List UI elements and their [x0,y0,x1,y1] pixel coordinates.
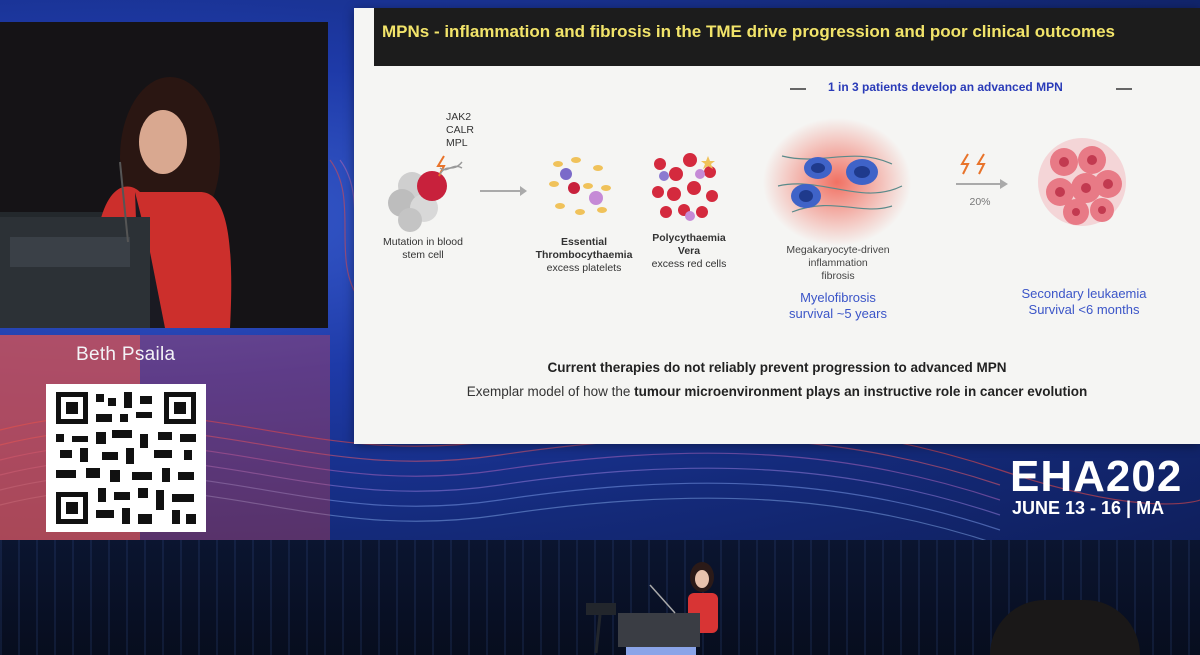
arrow-icon [480,186,527,196]
qr-code[interactable] [46,384,206,532]
leukaemia-outcome: Secondary leukaemia Survival <6 months [1004,286,1164,318]
speaker-video-feed [0,22,328,328]
stage-pv-line1: Polycythaemia [652,232,726,244]
mutation-mpl: MPL [446,137,468,149]
slide-message-2-bold: tumour microenvironment plays an instruc… [634,384,1088,399]
callout-text: 1 in 3 patients develop an advanced MPN [828,80,1063,94]
stage-et-line2: Thrombocythaemia [535,249,633,261]
stage-mutation-caption: Mutation in blood stem cell [368,236,478,262]
event-logo-text: EHA202 [1010,452,1183,501]
mf-outcome-line1: Myelofibrosis [800,290,876,305]
slide-message-1: Current therapies do not reliably preven… [547,360,1007,375]
leukaemia-cells-illustration [1038,138,1126,226]
megakaryocyte-illustration [763,118,911,246]
mutation-jak2: JAK2 [446,111,472,123]
callout-dash-left [790,88,806,90]
stage-mf-caption: Megakaryocyte-driven inflammation fibros… [768,244,908,283]
mf-outcome: Myelofibrosis survival ~5 years [768,290,908,322]
progression-rate: 20% [969,196,991,208]
speaker-name: Beth Psaila [76,344,176,365]
red-cells-illustration [652,153,718,221]
callout-dash-right [1116,88,1132,90]
stage-et-line3: excess platelets [546,262,622,274]
slide-message-2-prefix: Exemplar model of how the [466,384,635,399]
stage-pv-caption: Polycythaemia Vera excess red cells [634,232,744,271]
stage-et-line1: Essential [560,236,608,248]
platelets-illustration [549,157,611,215]
stem-cell-illustration [388,155,463,232]
stage-mf-line2: inflammation [808,257,868,269]
mutation-calr: CALR [446,124,475,136]
slide-title-bar: MPNs - inflammation and fibrosis in the … [374,8,1200,66]
stage-mutation-line2: stem cell [402,249,444,261]
slide-title: MPNs - inflammation and fibrosis in the … [382,22,1115,41]
stage-mutation-line1: Mutation in blood [383,236,463,248]
slide-message-2: Exemplar model of how the tumour microen… [354,384,1200,399]
leukaemia-outcome-line2: Survival <6 months [1028,302,1140,317]
stage-speaker-figure [586,562,718,655]
stage-et-caption: Essential Thrombocythaemia excess platel… [524,236,644,275]
event-dates: JUNE 13 - 16 | MA [1012,498,1165,518]
stage-pv-line2: Vera [677,245,701,257]
stage-mf-line3: fibrosis [821,270,855,282]
mf-outcome-line2: survival ~5 years [789,306,887,321]
audience-head [990,600,1140,655]
mutation-list: JAK2 CALR MPL [446,111,474,150]
stage-mf-line1: Megakaryocyte-driven [786,244,890,256]
progression-arrow-icon [956,153,1008,189]
stage-pv-line3: excess red cells [651,258,727,270]
presentation-slide: MPNs - inflammation and fibrosis in the … [354,8,1200,444]
leukaemia-outcome-line1: Secondary leukaemia [1021,286,1147,301]
